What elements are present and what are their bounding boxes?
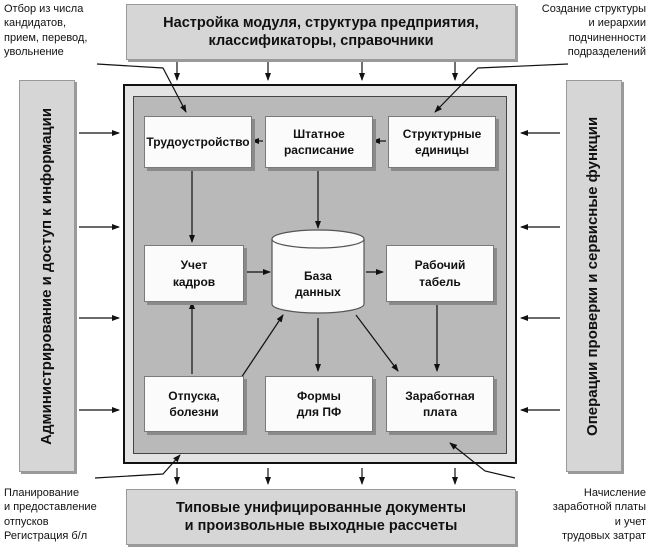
administration-panel: Администрирование и доступ к информации xyxy=(19,80,75,472)
timesheet-label: Рабочий табель xyxy=(414,258,466,289)
settings-panel-label: Настройка модуля, структура предприятия,… xyxy=(163,14,479,49)
vacations-label: Отпуска, болезни xyxy=(168,388,220,419)
structural-units-box: Структурные единицы xyxy=(388,116,496,168)
structural-units-label: Структурные единицы xyxy=(402,126,482,157)
documents-panel: Типовые унифицированные документы и прои… xyxy=(126,489,516,545)
note-structure: Создание структуры и иерархии подчиненно… xyxy=(541,3,646,58)
note-vacations: Планирование и предоставление отпусков Р… xyxy=(4,487,97,542)
service-panel: Операции проверки и сервисные функции xyxy=(566,80,622,472)
personnel-label: Учет кадров xyxy=(172,258,216,289)
database-label: База данных xyxy=(295,269,341,300)
hiring-label: Трудоустройство xyxy=(146,134,250,149)
pf-forms-box: Формы для ПФ xyxy=(265,376,373,432)
staffing-box: Штатное расписание xyxy=(265,116,373,168)
hiring-box: Трудоустройство xyxy=(144,116,252,168)
documents-panel-label: Типовые унифицированные документы и прои… xyxy=(175,499,467,534)
salary-box: Заработная плата xyxy=(386,376,494,432)
timesheet-box: Рабочий табель xyxy=(386,245,494,302)
pf-forms-label: Формы для ПФ xyxy=(296,388,342,419)
settings-panel: Настройка модуля, структура предприятия,… xyxy=(126,4,516,60)
vacations-box: Отпуска, болезни xyxy=(144,376,244,432)
salary-label: Заработная плата xyxy=(405,388,475,419)
staffing-label: Штатное расписание xyxy=(283,126,355,157)
note-hiring: Отбор из числа кандидатов, прием, перево… xyxy=(4,3,88,58)
note-salary: Начисление заработной платы и учет трудо… xyxy=(552,487,646,542)
personnel-box: Учет кадров xyxy=(144,245,244,302)
